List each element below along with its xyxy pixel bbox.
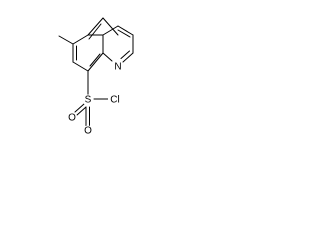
atom-chlorine-label: Cl [110, 95, 119, 106]
atom-oxygen-right-label: O [84, 126, 92, 137]
bond-c4a-c4 [102, 25, 119, 36]
atom-oxygen-right: O [82, 125, 94, 137]
bond-s-o-left-b [76, 106, 87, 116]
bond-s-o-left-a [74, 103, 85, 113]
atom-chlorine: Cl [108, 93, 122, 106]
atom-nitrogen: N [112, 60, 124, 73]
bond-c8a-c8-ring-inner [89, 53, 101, 67]
bond-c6-c5-inner [88, 23, 102, 40]
bond-c2-n1-inner [120, 50, 130, 59]
bonds [58, 17, 134, 127]
quinoline-sulfonyl-chloride-structure: N S Cl O O [58, 17, 134, 137]
bond-c8a-c8-ring [87, 52, 104, 72]
bond-c4-c3-inner [117, 29, 131, 38]
atom-oxygen-left-label: O [68, 113, 76, 124]
atom-sulfur: S [82, 94, 94, 106]
bond-c8a-c8 [72, 61, 89, 72]
bond-c4-c3 [117, 25, 134, 36]
bond-c7-methyl [58, 35, 74, 45]
bond-c5-c4a [102, 17, 119, 36]
bond-c2-n1 [122, 52, 134, 63]
bond-c8a-n1 [102, 52, 113, 62]
bond-c7-c6 [72, 34, 89, 45]
atom-nitrogen-label: N [114, 62, 121, 73]
atom-sulfur-label: S [85, 95, 92, 106]
atom-oxygen-left: O [66, 112, 78, 124]
bond-c6-c5 [87, 17, 104, 36]
